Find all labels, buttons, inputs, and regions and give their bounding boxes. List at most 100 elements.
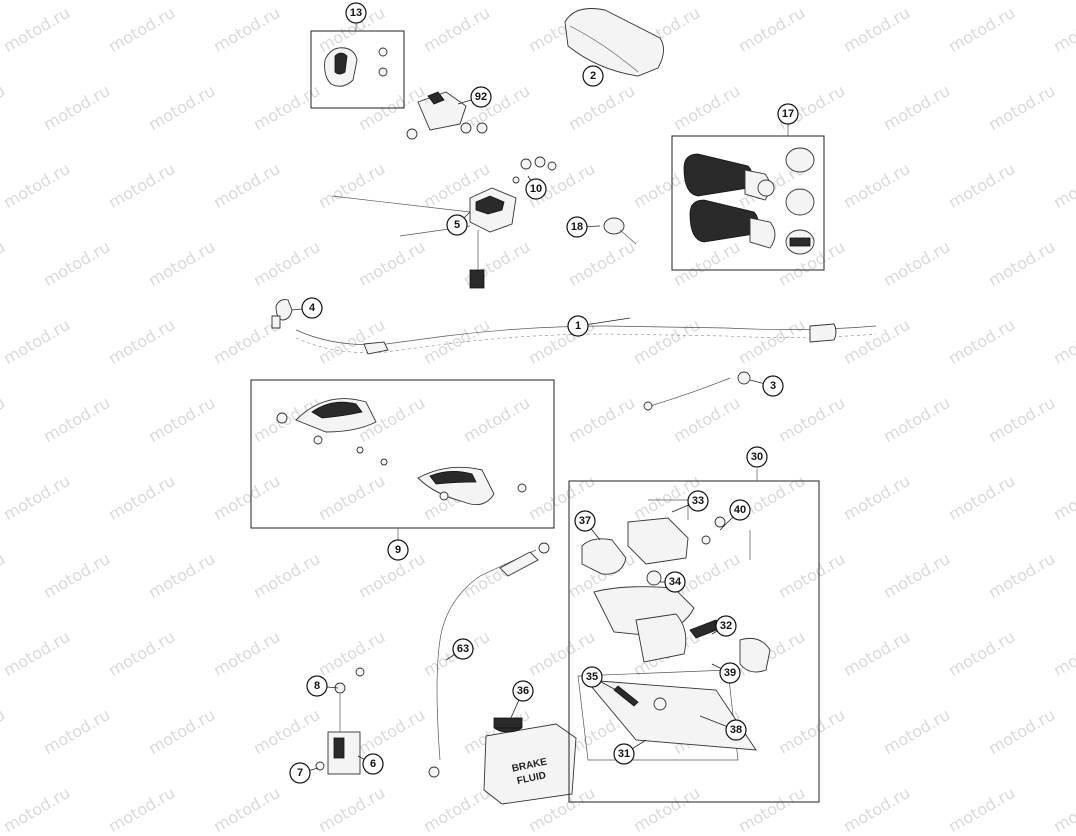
- callout-number: 31: [618, 748, 630, 760]
- callout-circle: [762, 375, 784, 397]
- callout-38: 38: [699, 715, 747, 741]
- callout-circle: [345, 2, 367, 24]
- callout-32: 32: [711, 615, 737, 637]
- group-17-frame: [671, 124, 825, 271]
- callout-number: 33: [692, 495, 704, 507]
- callout-2: 2: [582, 65, 604, 87]
- callout-34: 34: [660, 571, 686, 593]
- part-18-strap: [603, 217, 637, 245]
- callout-number: 92: [475, 91, 487, 103]
- callout-circle: [719, 662, 741, 684]
- reservoir-cap: [581, 538, 627, 575]
- part-36-brake-fluid-bottle: [483, 717, 577, 805]
- callout-circle: [613, 743, 635, 765]
- screw-part: [378, 67, 388, 77]
- callout-circle: [574, 510, 596, 532]
- callout-number: 1: [575, 320, 581, 332]
- callout-4: 4: [291, 297, 323, 319]
- callout-circle: [582, 65, 604, 87]
- group-30-frame: [568, 469, 820, 803]
- callout-8: 8: [306, 675, 339, 697]
- switch-housing-detail: [334, 52, 348, 75]
- callout-circle: [452, 638, 474, 660]
- callout-number: 10: [530, 183, 542, 195]
- callout-number: 39: [724, 667, 736, 679]
- callout-circle: [301, 297, 323, 319]
- part-2-cover: [564, 8, 664, 77]
- part-92-switch: [406, 91, 488, 140]
- callout-37: 37: [574, 510, 601, 541]
- part-3-cable: [643, 371, 751, 411]
- callout-1: 1: [567, 315, 631, 337]
- grip-upper: [683, 153, 775, 201]
- callout-circle: [687, 490, 709, 512]
- part-6-brake-switch: [315, 667, 365, 775]
- callout-36: 36: [509, 680, 534, 721]
- callout-35: 35: [581, 666, 617, 691]
- callout-number: 5: [454, 219, 460, 231]
- callout-40: 40: [719, 499, 751, 531]
- callout-10: 10: [525, 175, 547, 200]
- grip-lower: [689, 199, 776, 249]
- reservoir-cover: [627, 517, 689, 565]
- callout-circle: [470, 86, 492, 108]
- callout-number: 3: [770, 380, 776, 392]
- group-13-frame: [310, 24, 405, 109]
- part-10-bolts: [512, 156, 557, 184]
- callout-number: 13: [350, 7, 362, 19]
- callout-circle: [567, 315, 589, 337]
- callout-circle: [729, 499, 751, 521]
- screw-part: [378, 47, 388, 57]
- callout-number: 7: [297, 767, 303, 779]
- callout-circle: [777, 103, 799, 125]
- callout-number: 4: [309, 302, 316, 314]
- callout-3: 3: [749, 375, 784, 397]
- diagram-drawing: 1329217105184139303337403463328353936383…: [250, 2, 877, 805]
- callout-number: 40: [734, 504, 746, 516]
- callout-number: 36: [517, 685, 529, 697]
- callout-17: 17: [777, 103, 799, 125]
- callout-6: 6: [357, 753, 384, 775]
- callout-33: 33: [671, 490, 709, 513]
- callout-circle: [525, 178, 547, 200]
- callout-circle: [289, 762, 311, 784]
- callout-number: 9: [395, 544, 401, 556]
- callout-circle: [664, 571, 686, 593]
- callout-number: 6: [370, 758, 376, 770]
- callout-circle: [715, 615, 737, 637]
- part-5-switch: [331, 187, 517, 289]
- callout-circle: [746, 446, 768, 468]
- part-1-handlebar: [295, 323, 877, 355]
- lever-piston: [739, 637, 771, 673]
- callout-number: 37: [579, 515, 591, 527]
- callout-39: 39: [711, 662, 741, 684]
- callout-13: 13: [345, 2, 367, 24]
- callout-63: 63: [445, 638, 474, 661]
- callout-number: 63: [457, 643, 469, 655]
- callout-number: 32: [720, 620, 732, 632]
- callout-circle: [306, 675, 328, 697]
- callout-number: 17: [782, 108, 794, 120]
- callout-30: 30: [746, 446, 768, 468]
- callout-number: 38: [730, 724, 742, 736]
- callout-31: 31: [613, 739, 647, 765]
- callout-number: 2: [590, 70, 596, 82]
- callout-9: 9: [387, 539, 409, 561]
- callout-number: 8: [314, 680, 320, 692]
- part-63-brake-line: [428, 542, 550, 778]
- callout-circle: [581, 666, 603, 688]
- group-9-frame: [250, 379, 555, 540]
- callout-92: 92: [457, 86, 492, 108]
- callout-5: 5: [446, 211, 471, 236]
- callout-circle: [512, 680, 534, 702]
- callout-circle: [566, 216, 588, 238]
- callout-18: 18: [566, 216, 601, 238]
- callout-number: 18: [571, 221, 583, 233]
- callout-number: 34: [669, 576, 682, 588]
- callout-circle: [387, 539, 409, 561]
- part-4-adjuster: [271, 299, 293, 329]
- callout-circle: [446, 214, 468, 236]
- callout-number: 35: [586, 671, 598, 683]
- callout-7: 7: [289, 762, 319, 784]
